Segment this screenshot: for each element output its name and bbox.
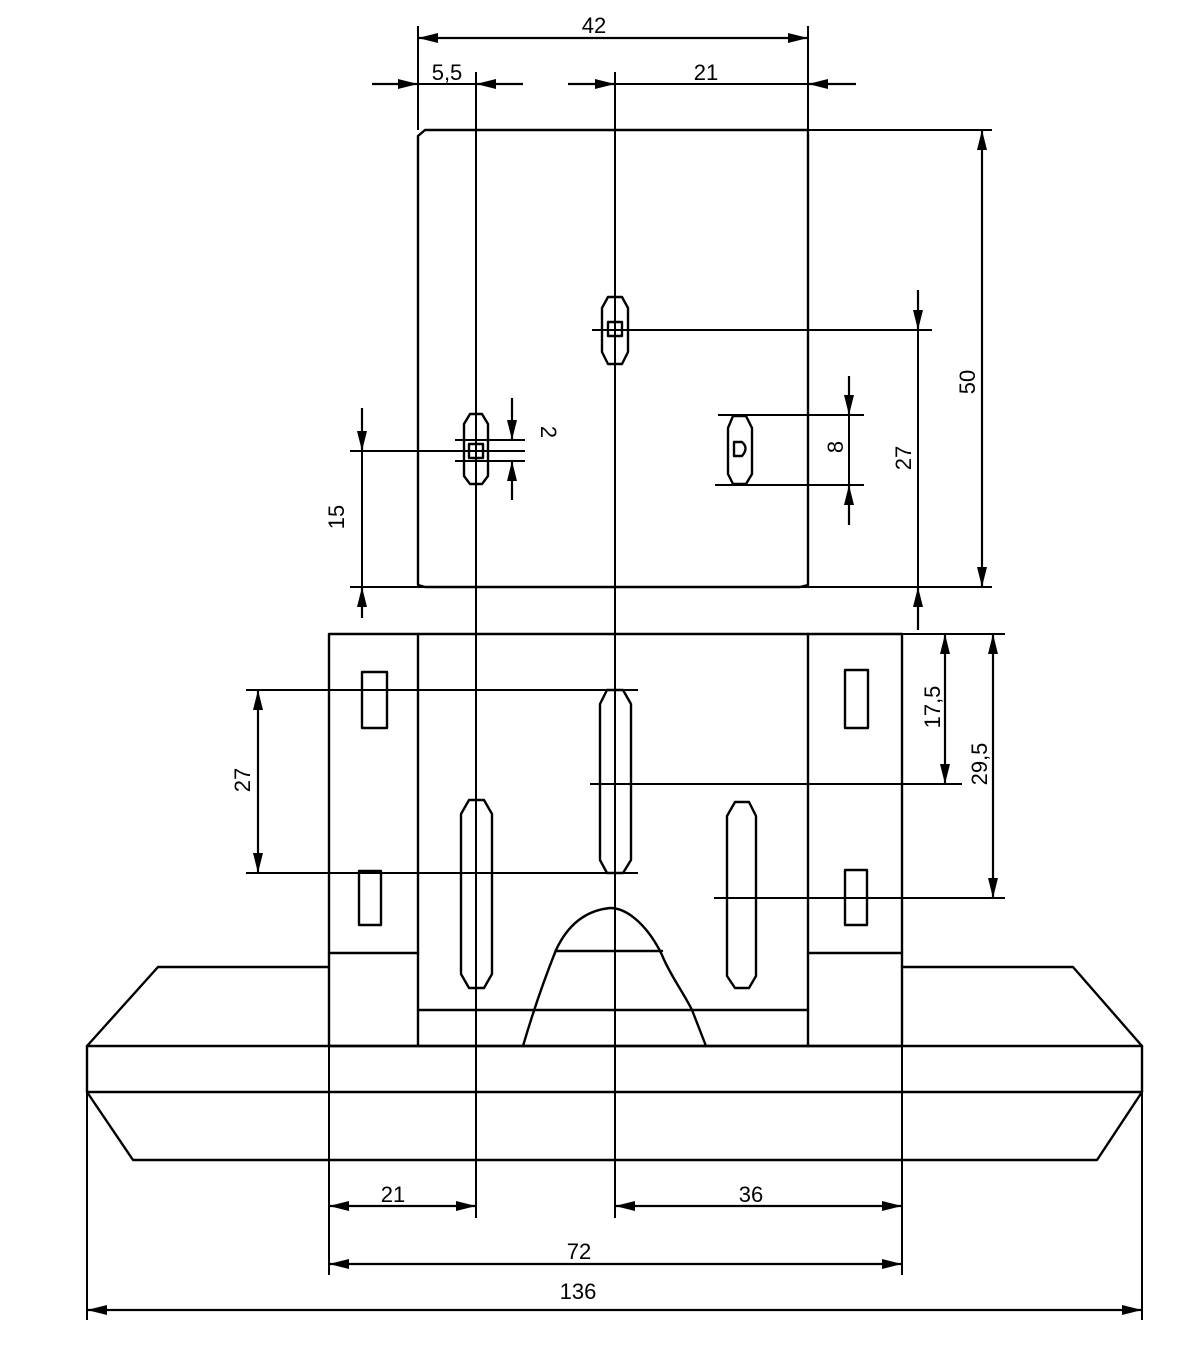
dim-label-29-5: 29,5: [967, 743, 992, 786]
dim-label-27-bracket: 27: [230, 768, 255, 792]
bracket-reference-lines: [246, 689, 1005, 899]
dimension-labels: 42 5,5 21 50 27 8 2 15 27 17,5 29,5 21 3…: [230, 13, 992, 1304]
top-plate: [350, 128, 992, 589]
dim-label-21-top: 21: [694, 60, 718, 85]
top-left-slot: [350, 412, 525, 486]
center-hump: [521, 906, 708, 1048]
top-right-slot: [715, 414, 864, 486]
dim-label-5-5: 5,5: [432, 60, 463, 85]
dim-label-2: 2: [536, 426, 561, 438]
dim-label-136: 136: [560, 1279, 597, 1304]
center-lines: [475, 72, 616, 1218]
dim-label-17-5: 17,5: [920, 686, 945, 729]
dim-label-27-top: 27: [891, 446, 916, 470]
bracket-long-slots: [459, 688, 758, 990]
dim-label-21-bottom: 21: [381, 1182, 405, 1207]
dimension-lines: [87, 26, 1142, 1315]
base: [85, 965, 1144, 1320]
bracket-body: [327, 632, 1005, 1048]
bracket-square-holes: [357, 668, 870, 927]
top-center-slot: [592, 295, 932, 366]
dim-label-15: 15: [324, 505, 349, 529]
dim-label-42: 42: [582, 13, 606, 38]
dim-label-8: 8: [823, 441, 848, 453]
dim-label-50: 50: [955, 370, 980, 394]
dim-label-72: 72: [567, 1239, 591, 1264]
dim-label-36: 36: [739, 1182, 763, 1207]
